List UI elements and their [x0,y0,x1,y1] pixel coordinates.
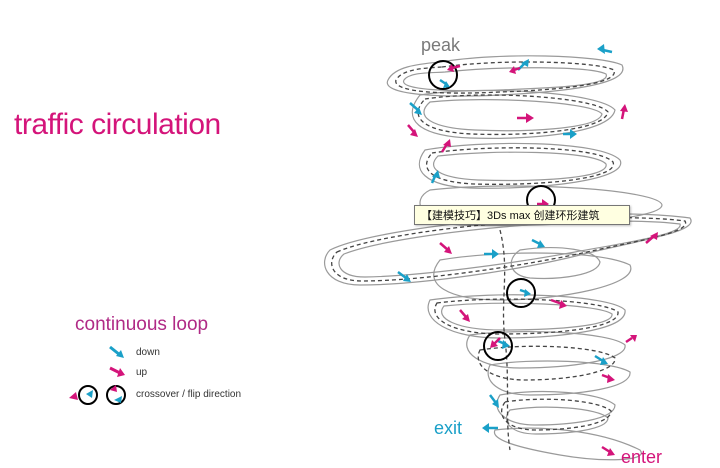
up-arrows [407,64,658,456]
legend-title: continuous loop [75,314,209,335]
ramp-loop [493,427,642,461]
down-arrow-icon [109,345,124,358]
crossover-marker [483,331,513,361]
up-arrow [645,232,658,244]
center-dashes [331,61,687,451]
up-arrow [550,298,567,309]
up-arrow [459,309,470,322]
crossover-marker [428,60,458,90]
down-arrow [439,78,450,88]
down-arrow [497,339,510,349]
down-arrow [409,102,422,115]
ramp-loop [433,151,607,182]
up-arrow [440,139,451,153]
legend-label-crossover: crossover / flip direction [136,389,242,400]
ramp-loop [423,99,603,132]
legend-item-crossover: crossover / flip direction [66,382,256,408]
down-arrow [484,249,499,259]
up-arrow-icon [109,366,125,377]
up-arrow [490,337,501,348]
ramp-loop [386,55,624,97]
exit-label: exit [434,418,463,438]
legend-label-up: up [136,367,148,378]
center-line [434,298,619,335]
up-arrow [517,113,534,123]
down-arrow [482,423,498,433]
legend-item-up: up [108,364,208,380]
center-line [395,61,615,94]
crossover-icon [69,385,126,405]
down-arrow [519,288,531,297]
legend-label-down: down [136,347,160,358]
diagram-title: traffic circulation [14,108,221,141]
legend-item-down: down [108,344,208,360]
down-arrow [430,170,440,184]
crossover-marker [506,278,536,308]
down-arrow [594,354,608,365]
ramp-loop [433,252,632,301]
ramp-loop [510,247,601,279]
ramp-loop [403,67,607,92]
enter-label: enter [621,447,663,467]
center-line [331,217,687,282]
ramp-loop [338,220,681,278]
ramp-loop [487,360,631,396]
ramp-loop [466,331,626,369]
up-arrow [407,124,418,137]
down-arrow [597,44,613,54]
down-arrow [397,271,411,282]
up-arrow [601,373,615,383]
ramp-loop [496,391,616,426]
center-line [499,229,511,451]
up-arrow [447,64,461,72]
up-arrow [625,335,637,344]
center-line [426,147,614,185]
down-arrows [397,44,613,433]
center-line [501,398,612,431]
up-arrow [509,66,521,74]
up-arrow [601,445,615,456]
down-arrow [489,394,499,408]
ramp-loop [418,142,622,189]
down-arrow [563,129,577,139]
peak-label: peak [421,35,461,55]
up-arrow [620,104,628,120]
down-arrow [531,238,545,248]
center-line [417,94,609,136]
center-line [477,345,616,381]
ramp-loop [427,294,626,339]
tooltip: 【建模技巧】3Ds max 创建环形建筑 [414,205,630,225]
ramp-loop [505,406,609,435]
up-arrow [439,242,452,254]
